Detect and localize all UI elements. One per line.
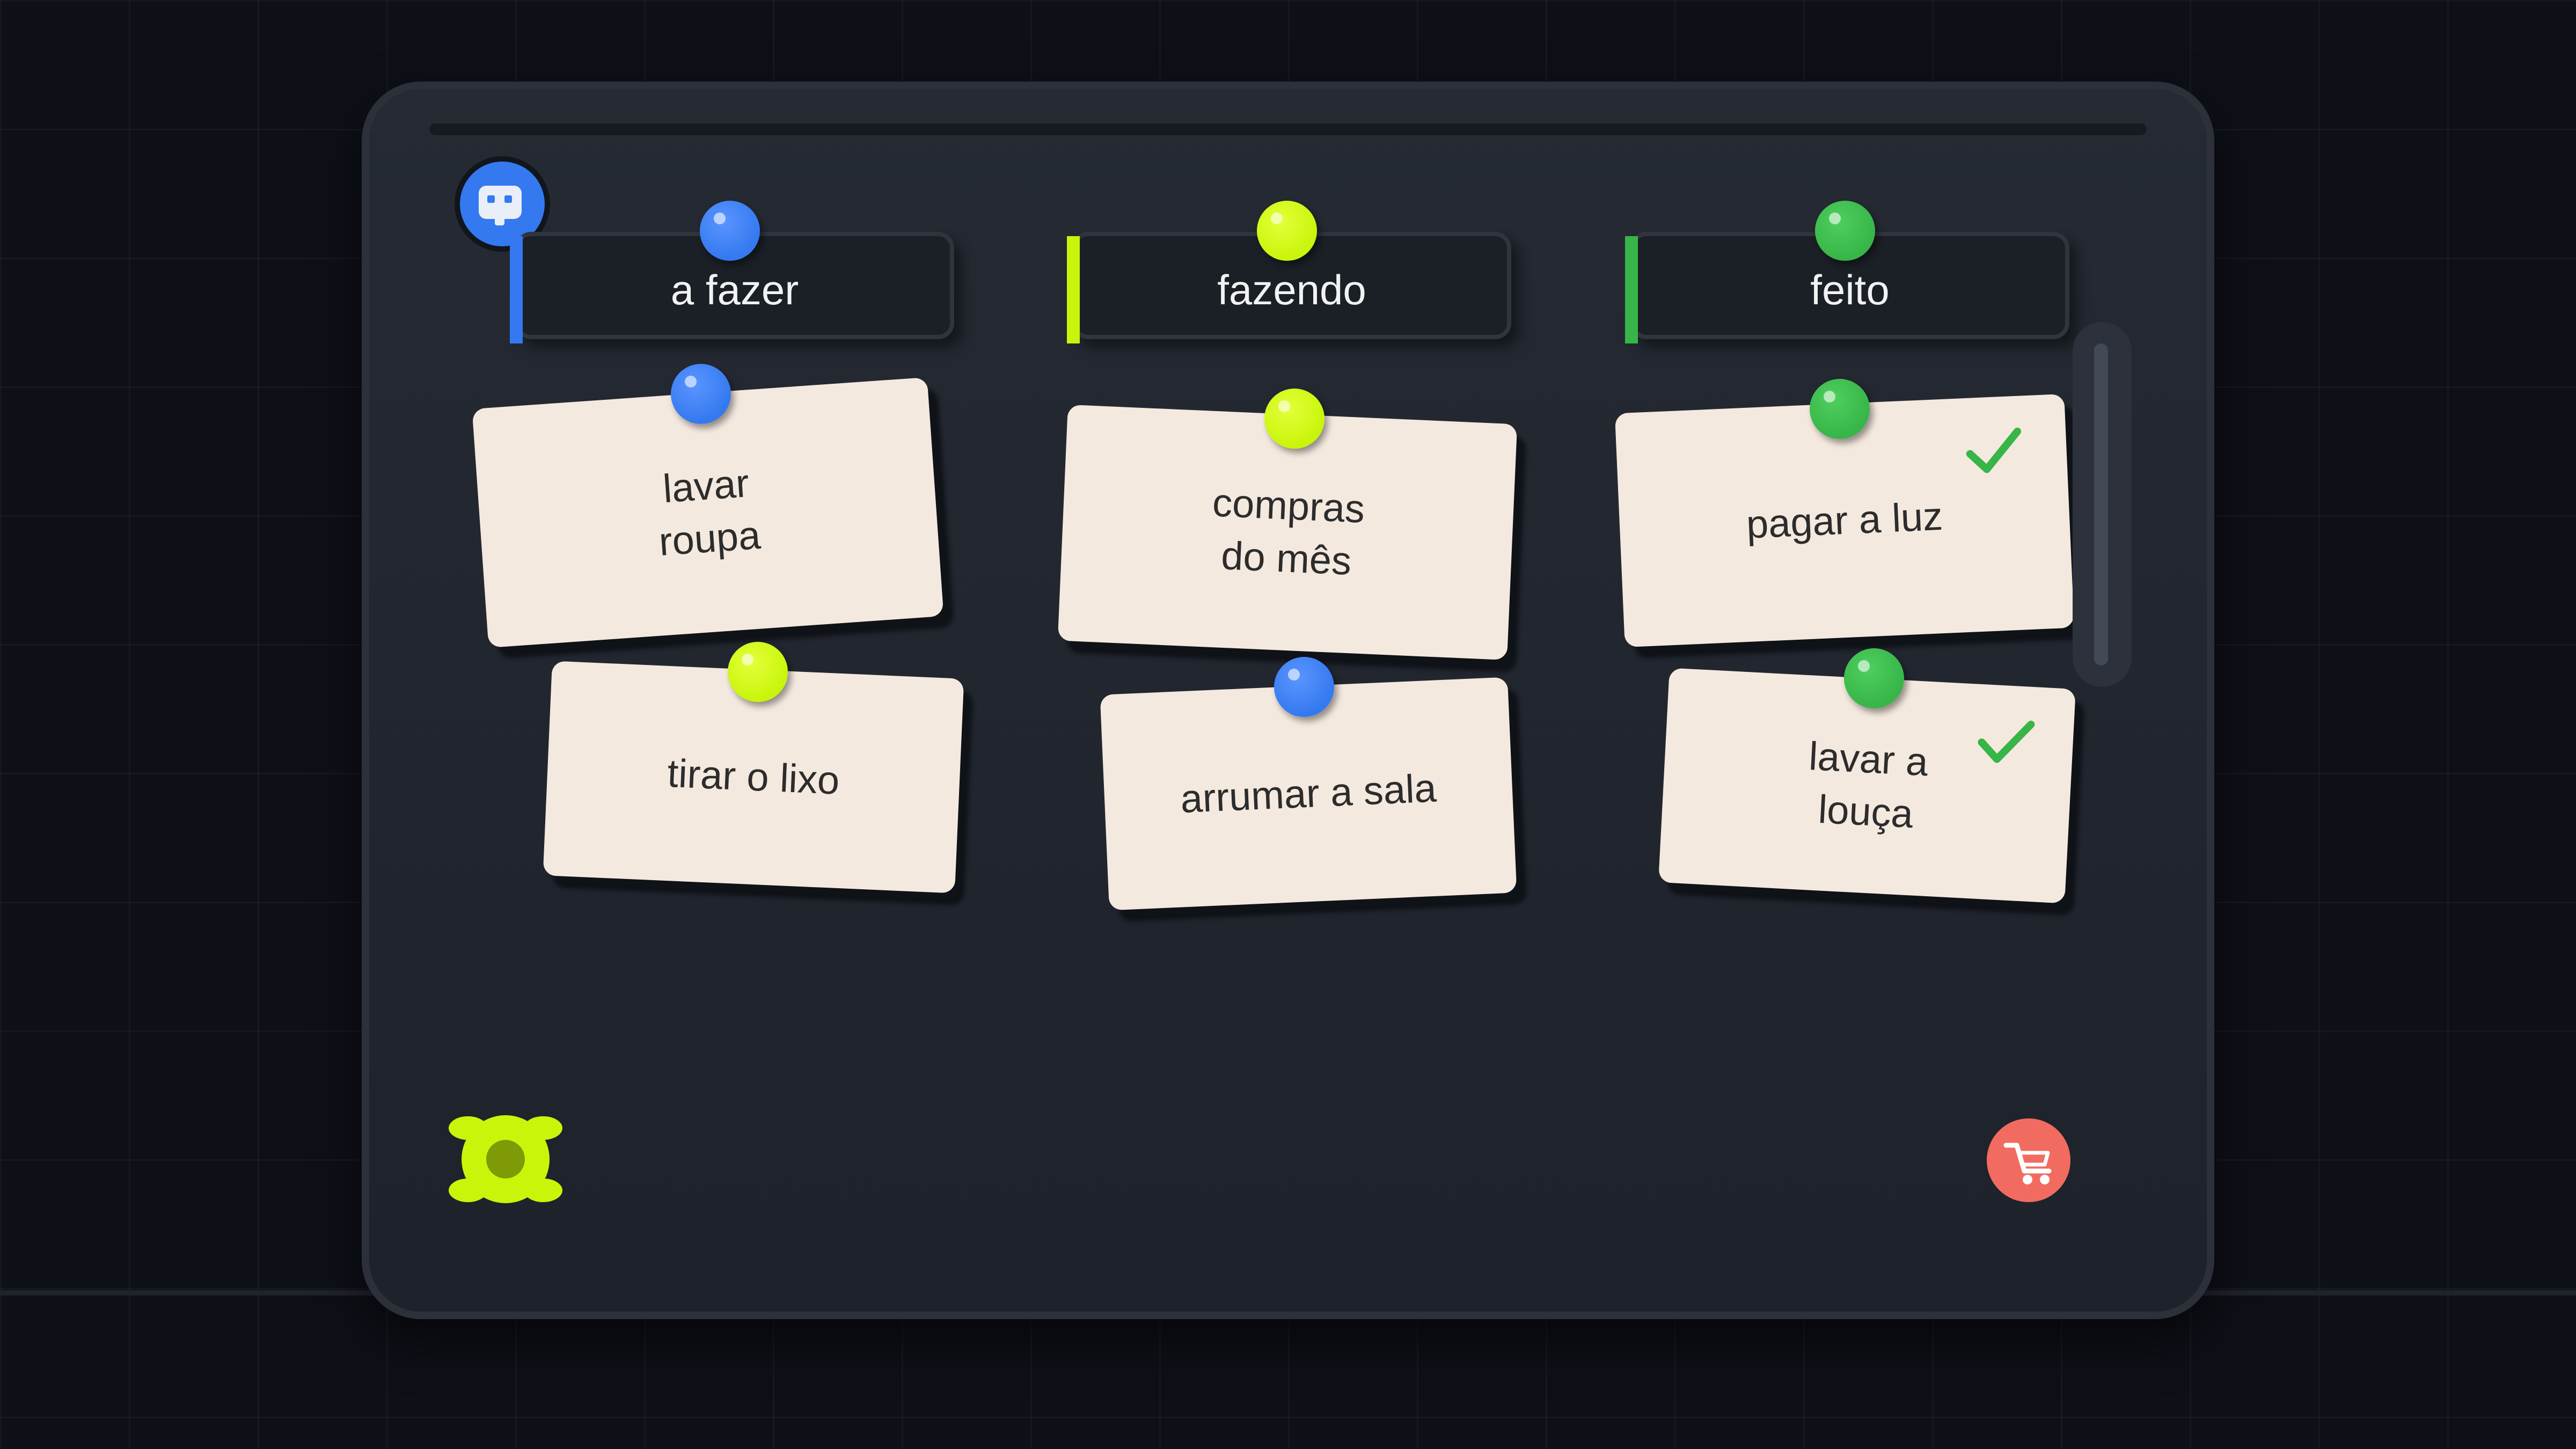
check-icon [1966,427,2022,473]
avatar[interactable] [454,156,551,252]
task-card-text: tirar o lixo [666,750,841,803]
pin-icon [1264,389,1324,449]
column-accent-doing [1067,236,1080,343]
board-top-rail [429,123,2147,135]
task-card-lavar-a-louca[interactable]: lavar a louça [1658,668,2076,904]
pin-icon [1810,379,1870,439]
column-title-todo: a fazer [670,266,799,313]
column-title-done: feito [1810,266,1890,313]
settings-button[interactable] [447,1111,565,1208]
pin-icon [700,201,760,261]
flower-gear-icon [449,1115,562,1203]
scrollbar-thumb[interactable] [2094,343,2108,665]
pin-icon [1815,201,1875,261]
pin-icon [671,364,731,424]
task-card-text: compras do mês [1211,480,1366,584]
task-card-text: arrumar a sala [1179,765,1438,822]
pin-icon [1257,201,1317,261]
column-title-doing: fazendo [1217,266,1366,313]
column-header-todo[interactable]: a fazer [510,232,954,343]
column-accent-todo [510,236,523,343]
scrollbar[interactable] [2073,322,2132,687]
column-accent-done [1625,236,1638,343]
pin-icon [1844,648,1904,708]
cart-button[interactable] [1986,1117,2072,1203]
task-card-text: pagar a luz [1745,493,1944,547]
check-icon [1978,720,2035,763]
robot-face-icon [455,156,550,252]
pin-icon [728,642,788,702]
task-card-text: lavar roupa [657,460,762,565]
task-card-pagar-a-luz[interactable]: pagar a luz [1614,393,2075,648]
pin-icon [1274,657,1334,717]
column-header-doing[interactable]: fazendo [1067,232,1511,343]
cart-icon [1987,1118,2070,1202]
